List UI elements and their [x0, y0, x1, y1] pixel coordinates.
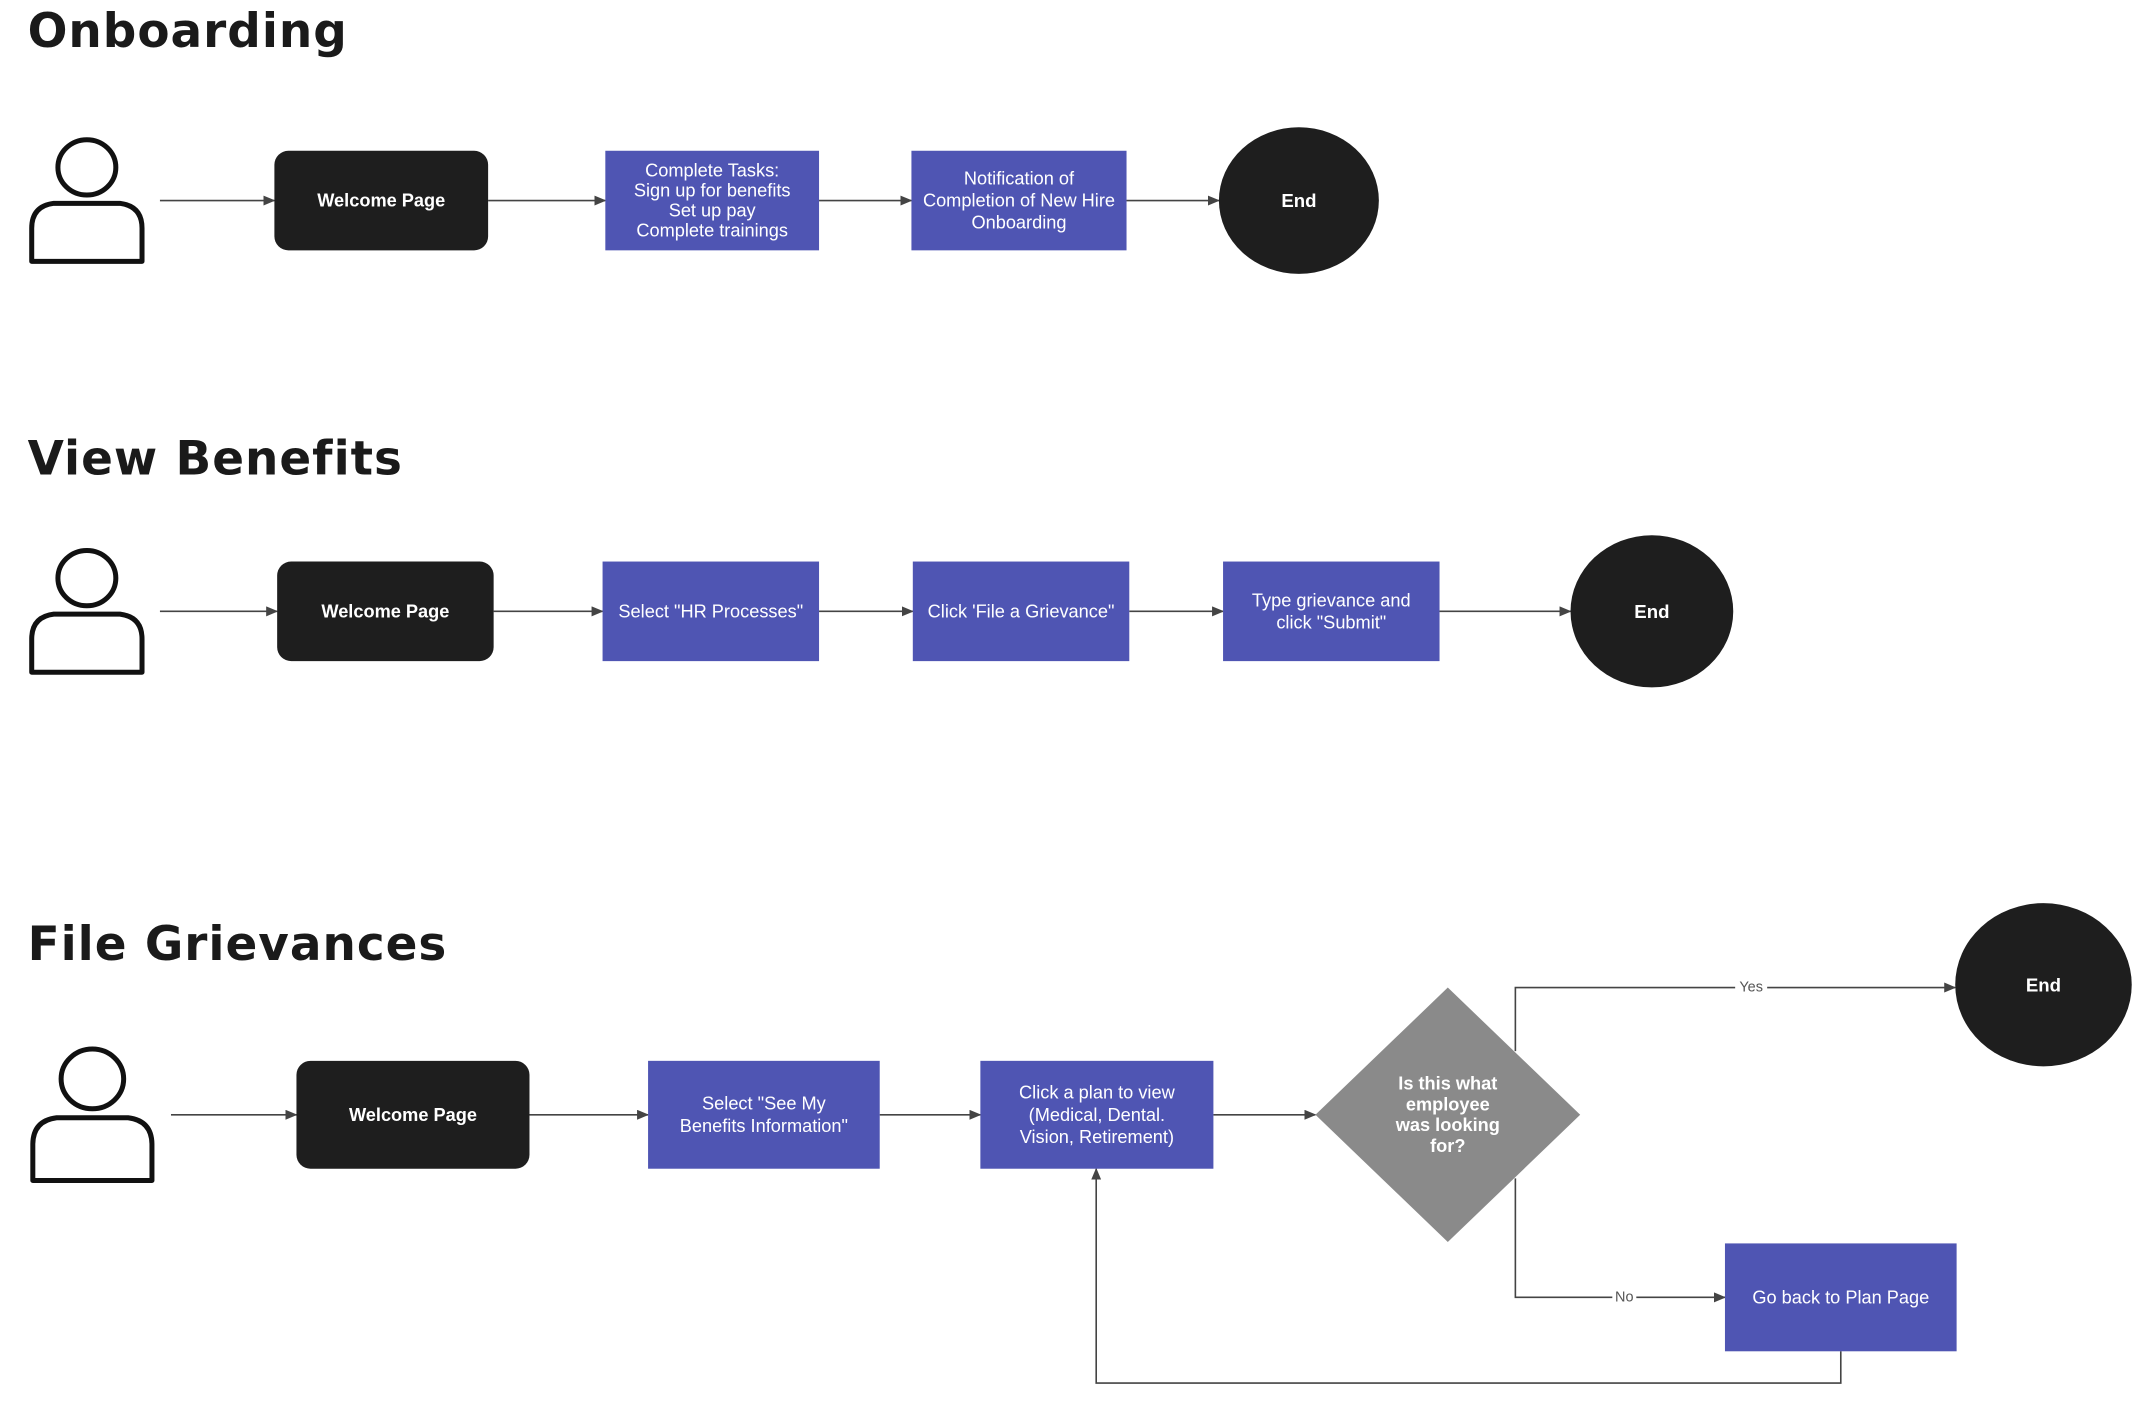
fg-plan-label: Vision, Retirement): [1020, 1127, 1174, 1147]
vb-file-shape: [912, 561, 1130, 662]
fg-see-label: Benefits Information": [680, 1116, 848, 1136]
on-welcome-shape: [274, 150, 489, 251]
vb-end-shape: [1570, 535, 1734, 688]
edge-label-yes: Yes: [1739, 980, 1763, 996]
vb-type-shape: [1223, 561, 1440, 662]
fg-end-node: End: [1955, 903, 2132, 1067]
vb-hr-label: Select "HR Processes": [618, 601, 803, 621]
vb-end-node: End: [1570, 535, 1734, 688]
fg-decision-label: for?: [1430, 1136, 1465, 1156]
user-icon: [29, 547, 145, 675]
on-end-label: End: [1281, 190, 1316, 211]
on-notify-label: Notification of: [964, 168, 1075, 188]
vb-file-label: Click 'File a Grievance": [928, 601, 1115, 621]
fg-plan-label: Click a plan to view: [1019, 1083, 1176, 1103]
on-tasks-shape: [605, 150, 820, 251]
on-tasks-label: Complete Tasks:: [645, 160, 779, 180]
on-tasks-label: Sign up for benefits: [634, 181, 791, 201]
fg-welcome-shape: [296, 1060, 530, 1169]
on-user-node: [29, 137, 145, 264]
flow-connector: [1514, 1178, 1726, 1303]
on-notify-shape: [911, 150, 1127, 251]
fg-see-shape: [648, 1060, 880, 1169]
fg-decision-label: Is this what: [1398, 1074, 1497, 1094]
fg-end-label: End: [2026, 974, 2061, 995]
section-title: Onboarding: [28, 4, 348, 59]
fg-user-node: [30, 1046, 155, 1184]
vb-hr-node: Select "HR Processes": [602, 561, 820, 662]
on-end-node: End: [1218, 127, 1379, 274]
fg-plan-label: (Medical, Dental.: [1029, 1105, 1165, 1125]
on-notify-label: Completion of New Hire: [923, 191, 1115, 211]
edge-label-background: [1735, 978, 1768, 997]
vb-welcome-label: Welcome Page: [321, 601, 449, 621]
user-icon: [30, 1046, 155, 1184]
edge-label-background: [1612, 1288, 1637, 1307]
on-notify-label: Onboarding: [971, 213, 1066, 233]
fg-welcome-label: Welcome Page: [349, 1105, 477, 1125]
vb-file-node: Click 'File a Grievance": [912, 561, 1130, 662]
fg-plan-node: Click a plan to view(Medical, Dental.Vis…: [980, 1060, 1214, 1169]
section-title: View Benefits: [28, 431, 403, 486]
section-title: File Grievances: [28, 917, 448, 972]
fg-decision-label: was looking: [1395, 1115, 1500, 1135]
on-tasks-label: Set up pay: [669, 201, 757, 221]
fg-back-node: Go back to Plan Page: [1724, 1243, 1957, 1352]
fg-welcome-node: Welcome Page: [296, 1060, 530, 1169]
on-notify-node: Notification of Completion of New HireOnb…: [911, 150, 1127, 251]
fg-see-label: Select "See My: [702, 1094, 827, 1114]
on-tasks-label: Complete trainings: [636, 221, 788, 241]
on-end-shape: [1218, 127, 1379, 274]
vb-welcome-node: Welcome Page: [277, 561, 494, 662]
vb-welcome-shape: [277, 561, 494, 662]
fg-end-shape: [1955, 903, 2132, 1067]
vb-end-label: End: [1634, 601, 1669, 622]
flow-connector: [1091, 1167, 1842, 1384]
vb-type-label: click "Submit": [1276, 612, 1386, 632]
on-welcome-node: Welcome Page: [274, 150, 489, 251]
fg-back-shape: [1724, 1243, 1957, 1352]
edge-label-no: No: [1615, 1289, 1634, 1305]
fg-decision-label: employee: [1406, 1094, 1490, 1114]
fg-decision-shape: [1315, 987, 1581, 1243]
flow-connector: [1514, 982, 1957, 1052]
vb-hr-shape: [602, 561, 820, 662]
vb-user-node: [29, 547, 145, 675]
user-icon: [29, 137, 145, 264]
vb-type-label: Type grievance and: [1252, 590, 1411, 610]
on-welcome-label: Welcome Page: [317, 191, 445, 211]
fg-back-label: Go back to Plan Page: [1752, 1287, 1929, 1307]
fg-plan-shape: [980, 1060, 1214, 1169]
